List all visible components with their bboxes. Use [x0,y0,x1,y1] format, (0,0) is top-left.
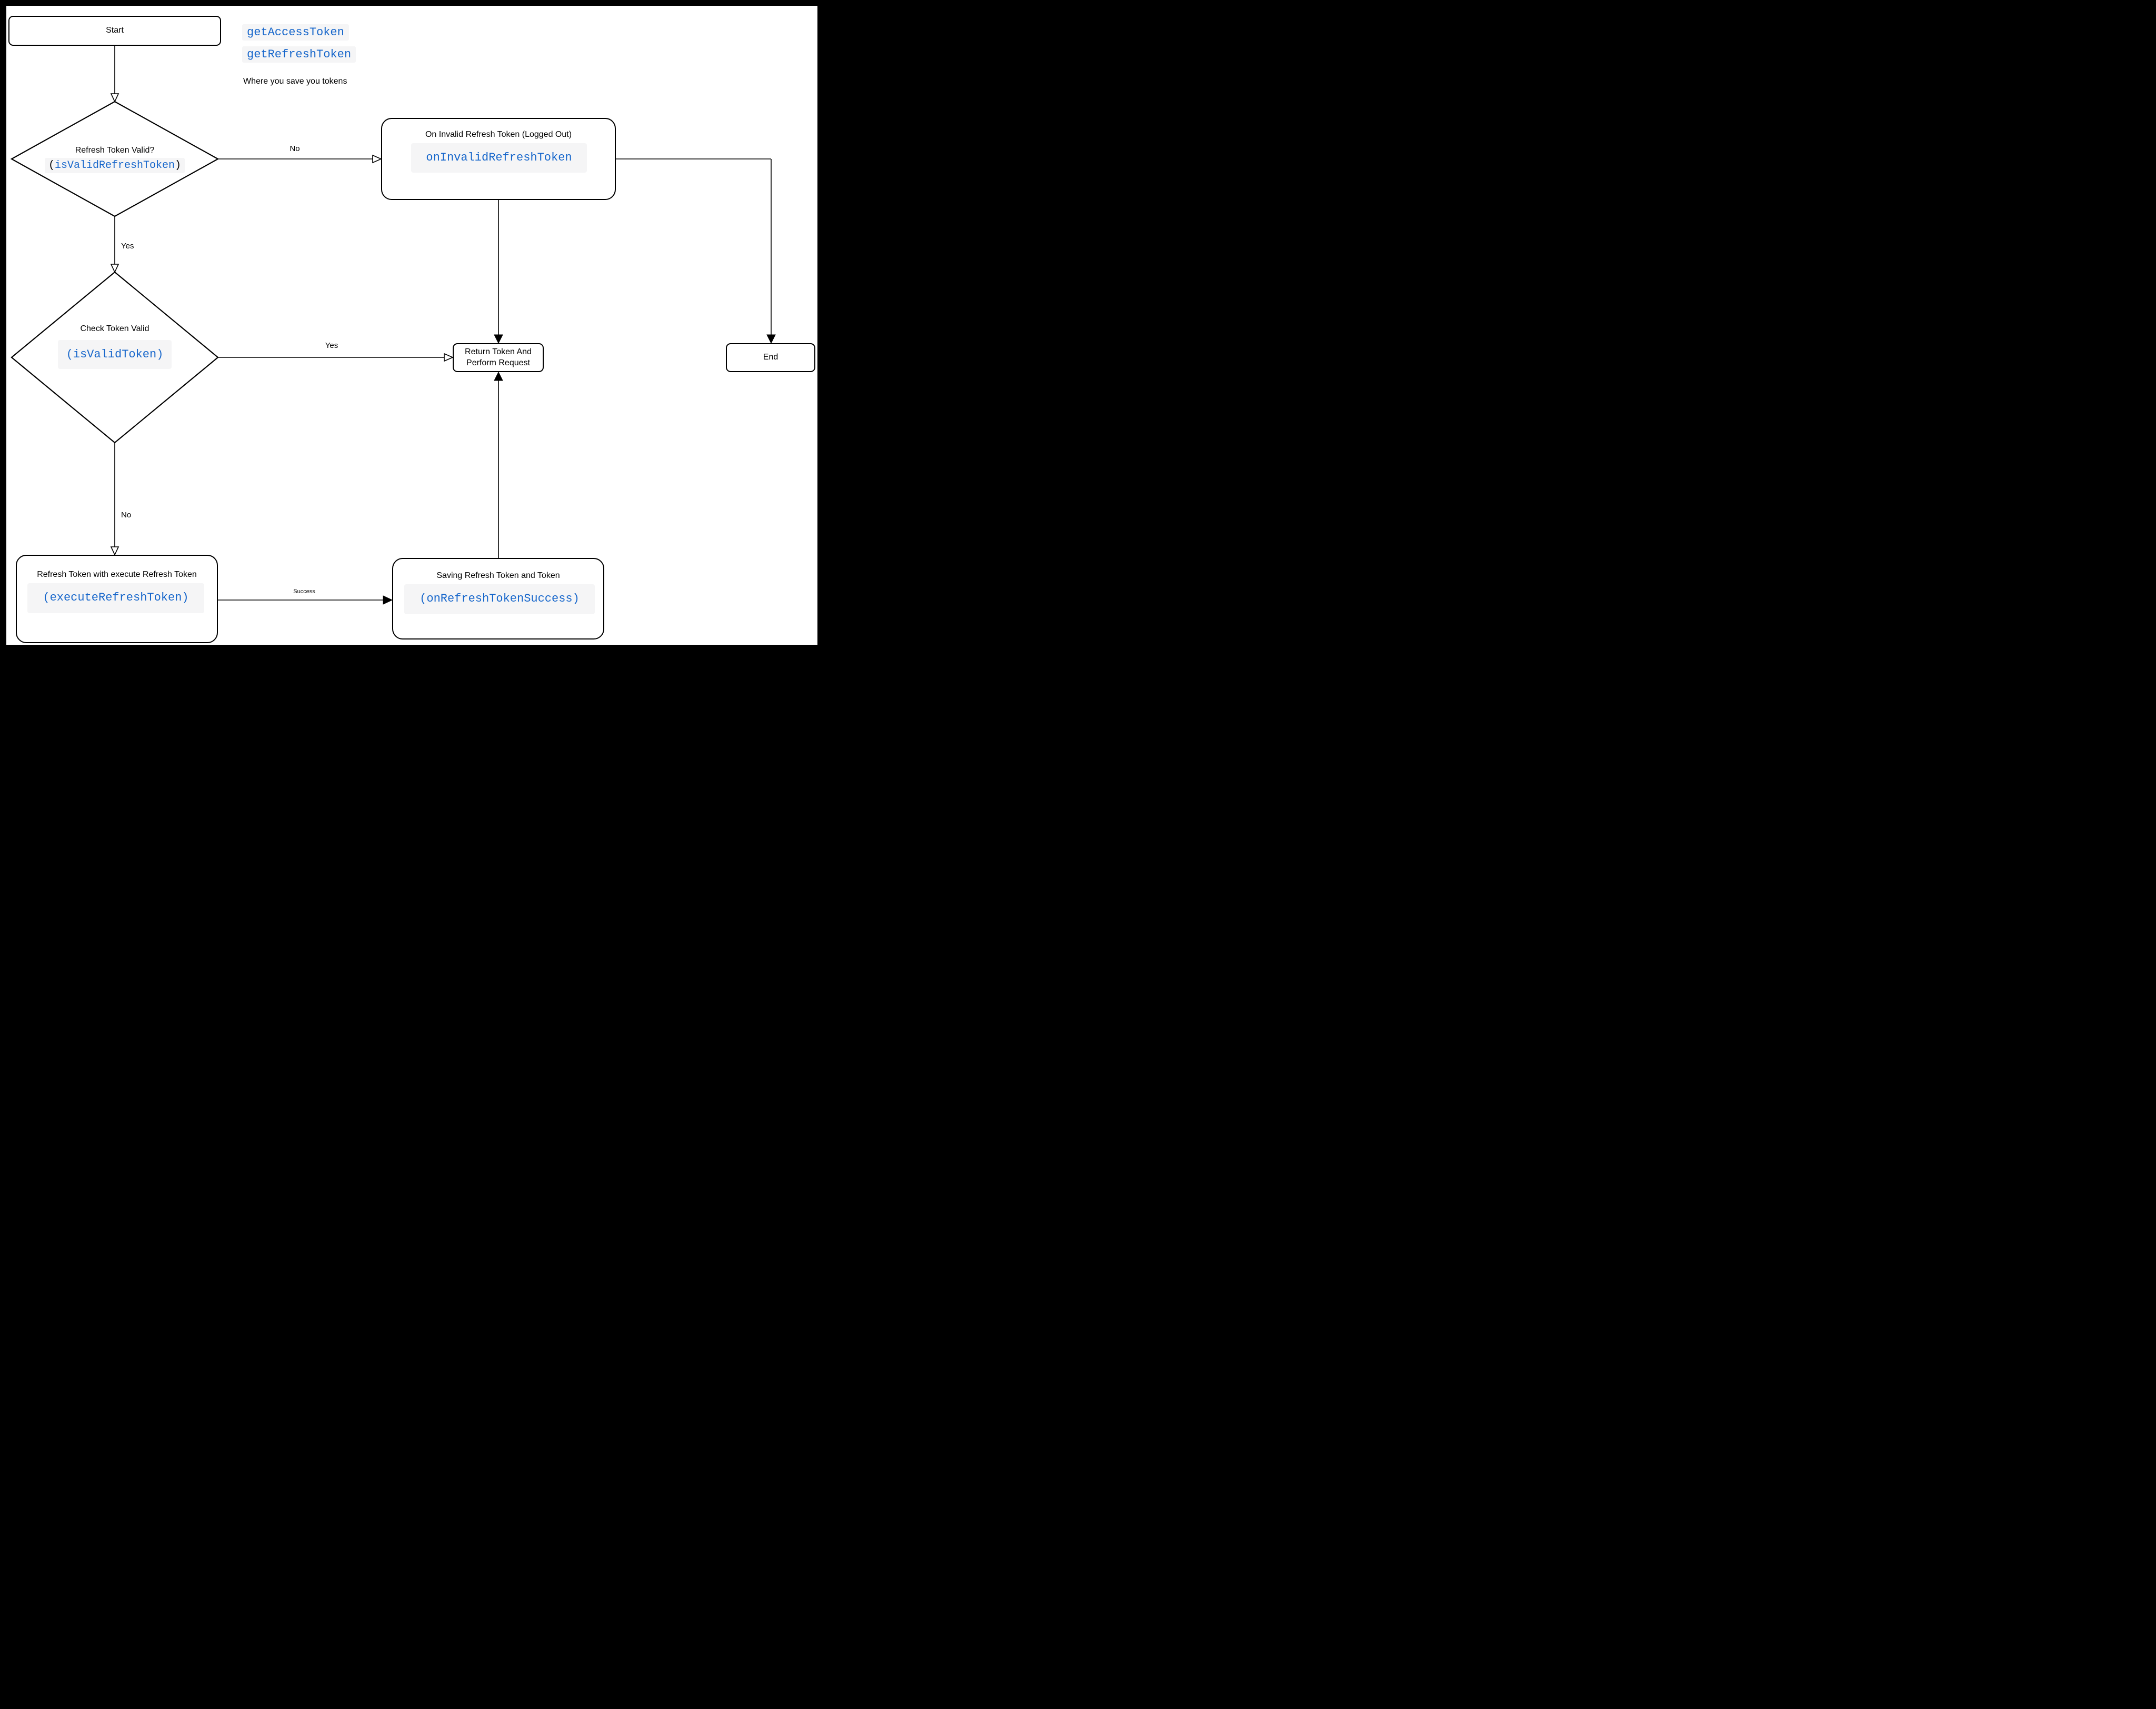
end-node[interactable]: End [726,343,815,372]
save-tokens-note: Where you save you tokens [243,77,347,86]
get-refresh-token-annotation: getRefreshToken [242,46,356,63]
saving-tokens-code: (onRefreshTokenSuccess) [404,584,595,614]
return-token-line2: Perform Request [466,358,530,367]
on-invalid-refresh-token-node[interactable]: On Invalid Refresh Token (Logged Out) on… [381,118,616,200]
end-label: End [763,353,778,362]
on-invalid-title: On Invalid Refresh Token (Logged Out) [425,130,572,139]
execute-refresh-token-code: (executeRefreshToken) [27,583,204,613]
execute-refresh-title: Refresh Token with execute Refresh Token [37,570,197,579]
get-access-token-annotation: getAccessToken [242,24,349,41]
edge-label-yes-middle: Yes [121,242,134,251]
edge-label-yes-right: Yes [325,341,338,350]
refresh-valid-question: Refresh Token Valid? [75,146,155,155]
start-label: Start [106,26,124,35]
on-invalid-refresh-token-code: onInvalidRefreshToken [411,143,587,173]
start-node[interactable]: Start [8,16,221,46]
decision-refresh-token-valid-label: Refresh Token Valid? (isValidRefreshToke… [15,146,215,173]
edge-label-no-top: No [290,144,300,153]
check-token-question: Check Token Valid [80,324,149,333]
flowchart-page: Start getAccessToken getRefreshToken Whe… [0,0,825,654]
code-text: isValidRefreshToken [54,159,175,172]
decision-check-token-valid-label: Check Token Valid [15,324,215,334]
saving-tokens-title: Saving Refresh Token and Token [436,571,560,580]
is-valid-token-code: (isValidToken) [58,340,172,369]
is-valid-refresh-token-code: (isValidRefreshToken) [44,158,185,173]
edge-label-success: Success [293,588,315,595]
return-token-line1: Return Token And [465,347,532,356]
edge-label-no-bottom: No [121,511,132,519]
execute-refresh-token-node[interactable]: Refresh Token with execute Refresh Token… [16,555,218,643]
saving-tokens-node[interactable]: Saving Refresh Token and Token (onRefres… [392,558,604,639]
paren-open: ( [48,159,55,172]
paren-close: ) [175,159,182,172]
